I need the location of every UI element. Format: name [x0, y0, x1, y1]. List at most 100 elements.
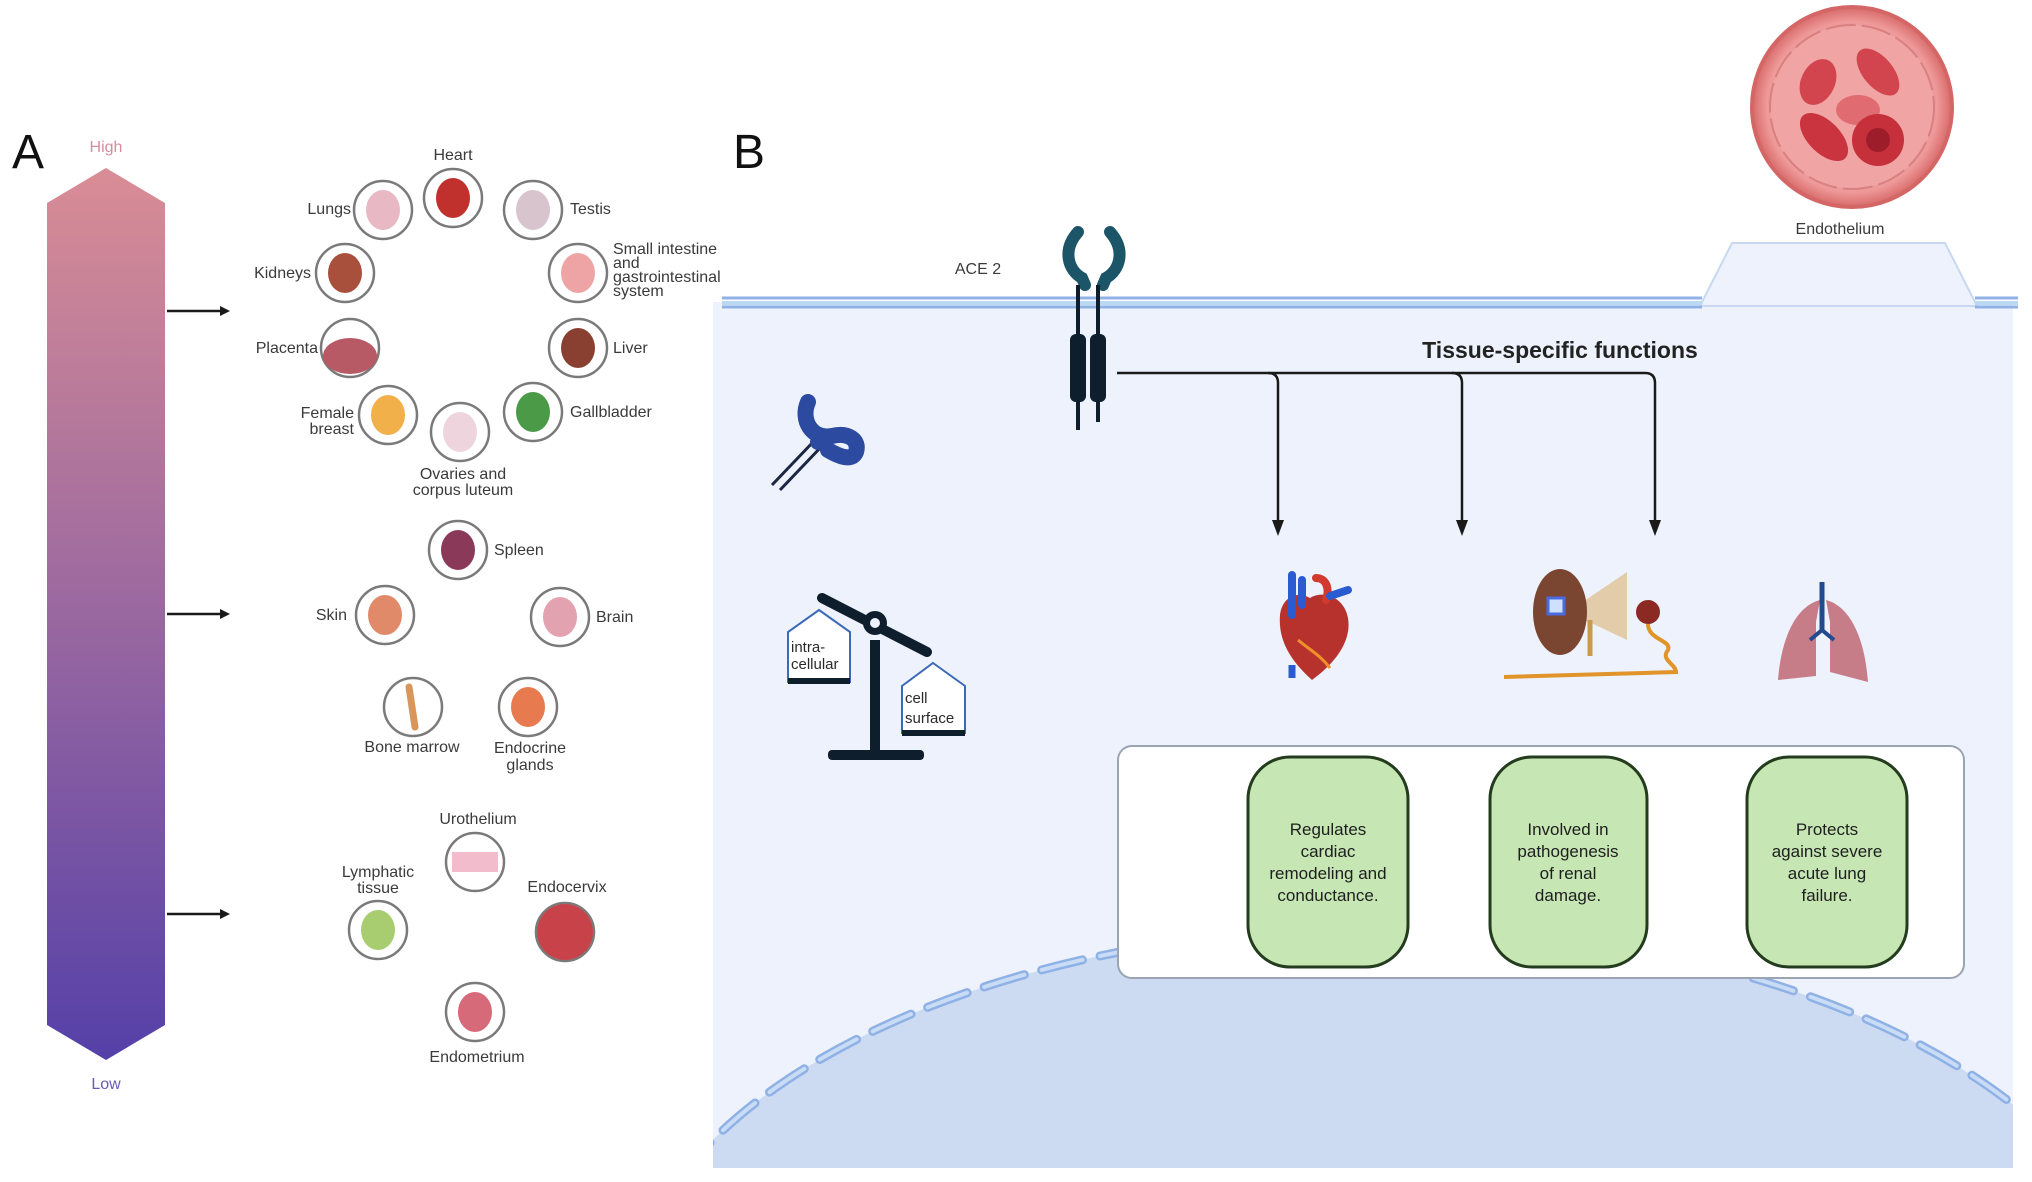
organ-label: Female	[301, 405, 354, 422]
function-box-shape	[1488, 755, 1649, 969]
testis-icon	[516, 190, 550, 230]
endocervix-icon	[537, 904, 593, 960]
gradient-bar	[47, 168, 165, 1060]
balance-scale-icon	[787, 593, 966, 760]
function-text: failure.	[1801, 886, 1852, 905]
organ-item: Gallbladder	[502, 381, 653, 443]
cell-surface-label-1: cell	[905, 690, 928, 707]
function-text: Protects	[1796, 820, 1858, 839]
organ-item: Bone marrow	[364, 676, 460, 756]
organ-item: Liver	[547, 317, 648, 379]
organ-item: Skin	[316, 584, 416, 646]
kidney-icon	[328, 253, 362, 293]
uterus-icon	[458, 992, 492, 1032]
function-text: conductance.	[1277, 886, 1378, 905]
intracellular-label-1: intra-	[791, 639, 825, 656]
organ-item: Lungs	[307, 179, 414, 241]
bone-icon	[405, 683, 419, 731]
organ-label: Endocervix	[527, 879, 606, 896]
lungs-icon	[366, 190, 400, 230]
panel-b-letter: B	[733, 126, 765, 179]
placenta-icon	[323, 338, 377, 374]
skin-icon	[368, 595, 402, 635]
function-box-kidney: Involved in pathogenesis of renal damage.	[1488, 755, 1649, 969]
scale-high-label: High	[90, 139, 123, 156]
organ-label: Kidneys	[254, 265, 311, 282]
organ-item: Spleen	[427, 519, 544, 581]
endothelium-bump	[1698, 242, 1979, 307]
organ-label: glands	[506, 757, 553, 774]
lungs-icon	[1778, 582, 1868, 682]
heart-icon	[1279, 571, 1352, 680]
organ-label: Placenta	[256, 340, 318, 357]
organ-label: gastrointestinal	[613, 269, 721, 286]
liver-icon	[561, 328, 595, 368]
blood-vessel-icon	[1750, 5, 1954, 209]
organ-label: Liver	[613, 340, 648, 357]
enzyme-icon	[770, 394, 865, 492]
ace2-label: ACE 2	[955, 261, 1001, 278]
function-box-heart: Regulates cardiac remodeling and conductanc…	[1246, 755, 1410, 969]
tissue-functions-title: Tissue-specific functions	[1422, 337, 1698, 363]
organ-item: Kidneys	[254, 242, 376, 304]
intracellular-label-2: cellular	[791, 656, 839, 673]
lymph-node-icon	[361, 910, 395, 950]
intestine-icon	[561, 253, 595, 293]
cell-surface-label-2: surface	[905, 710, 954, 727]
organ-label: Lymphatic	[342, 864, 414, 881]
organ-label: tissue	[357, 880, 399, 897]
breast-icon	[371, 395, 405, 435]
organ-item: Heart	[422, 147, 484, 229]
plasma-membrane	[722, 296, 2018, 309]
panel-a-letter: A	[12, 126, 44, 179]
gallbladder-icon	[516, 392, 550, 432]
ace2-receptor-icon	[1062, 226, 1126, 430]
organ-item: Urothelium	[439, 811, 517, 893]
function-text: cardiac	[1301, 842, 1356, 861]
organ-label: Spleen	[494, 542, 544, 559]
organ-label: Gallbladder	[570, 404, 653, 421]
function-arrows	[1117, 371, 1661, 536]
kidney-nephron-icon	[1503, 569, 1679, 679]
function-text: damage.	[1535, 886, 1601, 905]
function-text: of renal	[1540, 864, 1597, 883]
organ-label: breast	[310, 421, 355, 438]
function-text: Regulates	[1290, 820, 1367, 839]
organ-label: Ovaries and	[420, 466, 506, 483]
spleen-icon	[441, 530, 475, 570]
organ-item: Endometrium	[429, 981, 525, 1066]
organ-label: Bone marrow	[364, 739, 460, 756]
organ-label: Skin	[316, 607, 347, 624]
function-text: remodeling and	[1269, 864, 1386, 883]
scale-low-label: Low	[91, 1076, 121, 1093]
expression-scale-bar: High Low	[47, 139, 165, 1093]
organ-label: Heart	[433, 147, 473, 164]
function-text: acute lung	[1788, 864, 1866, 883]
organ-label: Testis	[570, 201, 611, 218]
organ-item: Testis	[502, 179, 611, 241]
function-box-shape	[1246, 755, 1410, 969]
brain-icon	[543, 597, 577, 637]
function-boxes: Regulates cardiac remodeling and conductanc…	[1246, 755, 1909, 969]
function-text: Involved in	[1527, 820, 1608, 839]
organ-label: and	[613, 255, 640, 272]
endocrine-icon	[511, 687, 545, 727]
organ-label: Brain	[596, 609, 633, 626]
organ-label: Endocrine	[494, 740, 566, 757]
organ-label: system	[613, 283, 664, 300]
organ-item: Brain	[529, 586, 633, 648]
organ-label: Small intestine	[613, 241, 717, 258]
organ-item: Endocervix	[527, 879, 607, 963]
function-box-shape	[1745, 755, 1909, 969]
ovary-icon	[443, 412, 477, 452]
urothelium-icon	[452, 852, 498, 872]
function-text: pathogenesis	[1517, 842, 1618, 861]
organ-label: Lungs	[307, 201, 351, 218]
